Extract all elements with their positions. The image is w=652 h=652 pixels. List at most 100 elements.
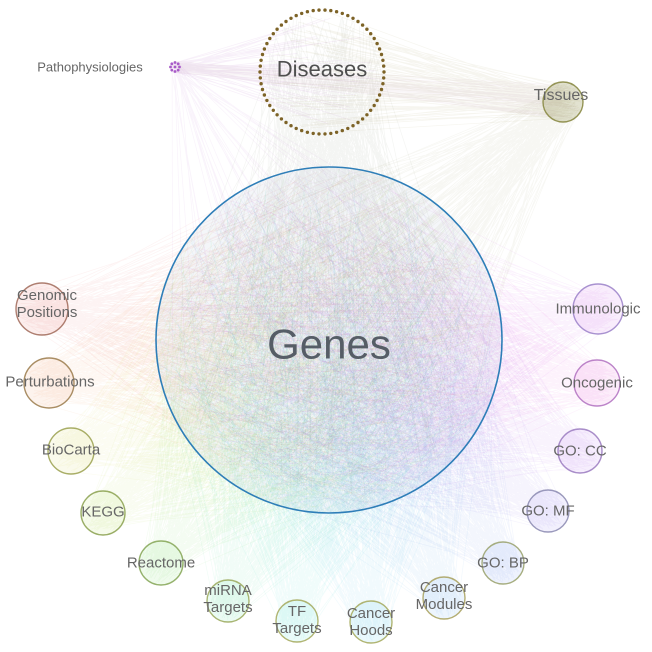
- edge-bundle-diseases-tissues: [262, 11, 582, 132]
- node-go-cc[interactable]: [557, 428, 603, 474]
- node-oncogenic[interactable]: [573, 359, 621, 407]
- edge-fan-cancer-modules: [160, 171, 493, 618]
- diseases-ring-dot: [262, 93, 267, 97]
- diseases-ring-dot: [323, 8, 327, 12]
- diseases-ring-dot: [346, 13, 350, 18]
- pathophysiologies-dot: [178, 65, 181, 69]
- edge-bundle-pathophysiologies-tissues: [169, 60, 579, 119]
- node-tf-targets[interactable]: [275, 599, 319, 643]
- node-biocarta[interactable]: [47, 427, 95, 475]
- diseases-ring-dot: [271, 108, 275, 113]
- pathophysiologies-dot: [176, 62, 180, 66]
- diseases-ring-dot: [340, 11, 344, 16]
- diseases-ring-dot: [356, 120, 360, 125]
- diseases-ring-dot: [369, 32, 373, 36]
- node-diseases[interactable]: [258, 8, 386, 136]
- edge-fan-genomic-positions: [18, 171, 498, 505]
- diseases-ring-dot: [258, 70, 262, 74]
- diseases-ring-dot: [258, 64, 262, 68]
- diseases-ring-dot: [275, 27, 279, 31]
- diseases-ring-dot: [271, 32, 275, 36]
- diseases-ring-dot: [356, 19, 360, 24]
- edge-fan-immunologic: [166, 169, 620, 506]
- diseases-ring-dot: [381, 82, 385, 86]
- diseases-ring-dot: [311, 8, 315, 13]
- diseases-ring-dot: [279, 117, 284, 121]
- diseases-ring-dot: [372, 103, 376, 108]
- diseases-ring-dot: [260, 87, 265, 92]
- pathophysiologies-dot: [176, 68, 180, 72]
- diseases-ring-dot: [329, 8, 333, 13]
- edge-fan-oncogenic: [171, 172, 617, 500]
- diseases-ring-dot: [265, 41, 269, 46]
- diseases-ring-dot: [382, 70, 386, 74]
- node-reactome[interactable]: [138, 540, 184, 586]
- edge-fan-perturbations: [27, 167, 491, 504]
- edge-fan-go-cc: [161, 177, 600, 511]
- edge-bundle-diseases-genes: [177, 12, 484, 500]
- node-pathophysiologies[interactable]: [169, 61, 181, 73]
- diseases-ring-dot: [294, 13, 298, 18]
- diseases-ring-dot: [346, 126, 350, 131]
- node-immunologic[interactable]: [572, 283, 624, 335]
- diseases-ring-dot: [334, 130, 339, 134]
- diseases-ring-dot: [311, 131, 315, 136]
- edge-bundle-tissues-genes: [180, 83, 581, 486]
- diseases-ring-dot: [300, 11, 304, 16]
- diseases-ring-dot: [258, 76, 262, 80]
- diseases-ring-dot: [375, 41, 379, 46]
- diseases-ring-dot: [289, 124, 293, 128]
- node-cancer-hoods[interactable]: [349, 600, 393, 644]
- pathophysiologies-dot: [169, 65, 172, 69]
- diseases-ring-dot: [381, 58, 385, 62]
- diseases-ring-dot: [360, 23, 365, 27]
- diseases-ring-dot: [305, 130, 310, 134]
- edge-fan-tf-targets: [161, 180, 486, 640]
- edge-fan-cancer-hoods: [168, 178, 502, 641]
- diseases-ring-dot: [323, 132, 327, 136]
- diseases-ring-dot: [382, 64, 386, 68]
- diseases-ring-dot: [317, 8, 321, 12]
- diseases-ring-dot: [317, 132, 321, 136]
- edge-fan-mirna-targets: [157, 194, 489, 621]
- diseases-ring-dot: [275, 113, 279, 117]
- diseases-ring-dot: [294, 126, 298, 131]
- diseases-ring-dot: [260, 52, 265, 57]
- diseases-ring-dot: [262, 47, 267, 51]
- edge-bundle-pathophysiologies-diseases: [169, 17, 376, 124]
- node-perturbations[interactable]: [23, 357, 75, 409]
- diseases-ring-dot: [279, 23, 284, 27]
- node-go-bp[interactable]: [481, 541, 525, 585]
- pathophysiologies-dot: [170, 62, 174, 66]
- diseases-ring-dot: [305, 10, 310, 14]
- diseases-ring-dot: [289, 16, 293, 20]
- diseases-ring-dot: [379, 52, 384, 57]
- diseases-ring-dot: [259, 58, 263, 62]
- diseases-ring-dot: [268, 36, 272, 41]
- diseases-ring-dot: [300, 128, 304, 133]
- diseases-ring-dot: [382, 76, 386, 80]
- node-cancer-modules[interactable]: [422, 576, 466, 620]
- edge-fan-kegg: [83, 174, 502, 532]
- node-tissues[interactable]: [542, 81, 584, 123]
- diseases-ring-dot: [284, 19, 288, 24]
- node-genomic-positions[interactable]: [15, 282, 69, 336]
- diseases-ring-dot: [377, 93, 382, 97]
- diseases-ring-dot: [268, 103, 272, 108]
- diseases-ring-dot: [360, 117, 365, 121]
- edge-fan-go-mf: [159, 167, 567, 530]
- pathophysiologies-dot: [173, 61, 177, 64]
- diseases-ring-dot: [351, 16, 355, 20]
- diseases-ring-dot: [365, 27, 369, 31]
- node-kegg[interactable]: [80, 490, 126, 536]
- node-mirna-targets[interactable]: [206, 579, 250, 623]
- pathophysiologies-dot: [173, 70, 177, 73]
- diseases-ring-dot: [329, 131, 333, 136]
- edge-bundle-pathophysiologies-genes: [169, 62, 480, 460]
- node-genes[interactable]: [155, 166, 503, 514]
- diseases-ring-dot: [372, 36, 376, 41]
- node-go-mf[interactable]: [526, 489, 570, 533]
- diseases-ring-dot: [379, 87, 384, 92]
